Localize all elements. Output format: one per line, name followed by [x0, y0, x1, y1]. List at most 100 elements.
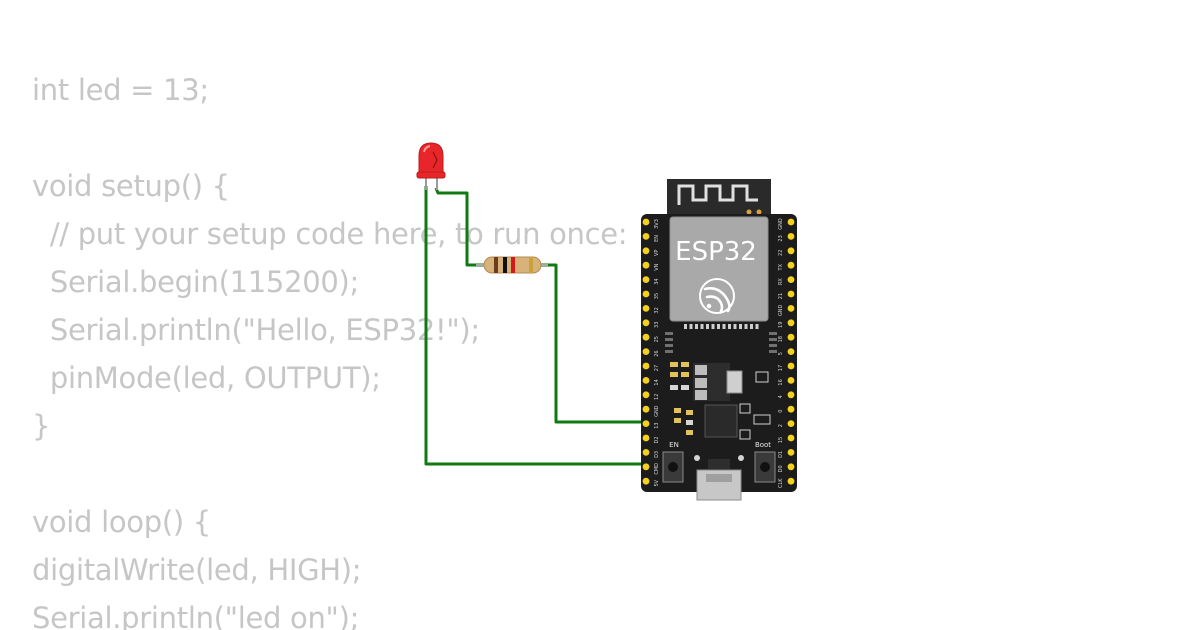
- pin-label: 33: [654, 322, 660, 328]
- header-pin[interactable]: [787, 391, 795, 399]
- header-pin[interactable]: [642, 247, 650, 255]
- pin-label: 15: [778, 437, 784, 443]
- pin-label: D1: [778, 451, 784, 458]
- code-line: pinMode(led, OUTPUT);: [32, 361, 381, 395]
- onboard-components: [670, 362, 771, 440]
- header-pin[interactable]: [642, 449, 650, 456]
- header-pin[interactable]: [787, 276, 795, 283]
- pin-label: 12: [654, 394, 660, 400]
- header-pin[interactable]: [642, 348, 650, 355]
- pin-label: 21: [778, 293, 784, 299]
- code-line: // put your setup code here, to run once…: [32, 217, 628, 251]
- boot-button[interactable]: [754, 451, 776, 483]
- header-pin[interactable]: [642, 218, 650, 226]
- espressif-logo-icon: [699, 278, 735, 314]
- resistor[interactable]: [476, 256, 548, 274]
- header-pin[interactable]: [787, 290, 795, 298]
- module-pads: [684, 324, 759, 329]
- pin-label: 16: [778, 379, 784, 385]
- header-pin[interactable]: [642, 305, 650, 312]
- header-pin[interactable]: [642, 405, 650, 413]
- pin-label: CMD: [654, 463, 660, 475]
- module-label: ESP32: [675, 237, 757, 267]
- wire-resistor-to-pin-13[interactable]: [540, 263, 646, 424]
- pin-label: GND: [778, 218, 784, 230]
- header-pin[interactable]: [787, 218, 795, 226]
- header-pin[interactable]: [642, 420, 650, 427]
- pin-label: 5: [778, 352, 784, 355]
- wire-led-anode-to-resistor[interactable]: [434, 187, 485, 267]
- pin-label: 13: [654, 422, 660, 428]
- boot-label: Boot: [755, 441, 771, 449]
- pin-label: 18: [778, 336, 784, 342]
- header-pin[interactable]: [787, 261, 795, 269]
- en-button[interactable]: [662, 451, 684, 483]
- red-led[interactable]: [416, 142, 446, 190]
- wire-led-cathode-to-gnd[interactable]: [424, 186, 646, 466]
- pin-label: 4: [778, 395, 784, 398]
- pin-label: 25: [654, 336, 660, 342]
- esp32-devkit-board[interactable]: ESP32: [641, 179, 797, 501]
- micro-usb-port: [694, 455, 744, 501]
- code-line: void loop() {: [32, 505, 211, 539]
- header-pin[interactable]: [642, 261, 650, 269]
- pin-label: D0: [778, 465, 784, 472]
- header-pin[interactable]: [642, 319, 650, 327]
- pin-label: GND: [778, 305, 784, 317]
- header-pin[interactable]: [787, 233, 795, 240]
- en-label: EN: [669, 441, 679, 449]
- header-pin[interactable]: [642, 290, 650, 298]
- code-line: Serial.println("led on");: [32, 601, 360, 630]
- pin-label: 27: [654, 365, 660, 371]
- header-pin[interactable]: [787, 319, 795, 327]
- header-pin[interactable]: [787, 362, 795, 370]
- pin-label: 5V: [654, 479, 660, 486]
- header-pin[interactable]: [787, 377, 795, 384]
- header-pin[interactable]: [642, 377, 650, 384]
- header-pin[interactable]: [642, 477, 650, 485]
- header-pin[interactable]: [642, 362, 650, 370]
- header-pin[interactable]: [787, 420, 795, 427]
- module-legs: [665, 332, 777, 353]
- header-pin[interactable]: [787, 348, 795, 355]
- pin-label: 2: [778, 424, 784, 427]
- esp32-module-shield: [669, 216, 769, 322]
- header-pin[interactable]: [787, 305, 795, 312]
- pin-label: 35: [654, 293, 660, 299]
- header-pin[interactable]: [642, 333, 650, 341]
- pin-label: 17: [778, 365, 784, 371]
- header-pin[interactable]: [642, 434, 650, 442]
- left-pin-header: 3V3ENVPVN343532332526271412GND13D2D3CMD5…: [642, 218, 660, 487]
- header-pin[interactable]: [787, 477, 795, 485]
- code-line: void setup() {: [32, 169, 230, 203]
- code-line: Serial.println("Hello, ESP32!");: [32, 313, 480, 347]
- pin-label: VN: [654, 263, 660, 270]
- header-pin[interactable]: [642, 463, 650, 471]
- pin-label: EN: [654, 235, 660, 242]
- header-pin[interactable]: [787, 405, 795, 413]
- header-pin[interactable]: [642, 233, 650, 240]
- code-line: Serial.begin(115200);: [32, 265, 360, 299]
- pin-label: CLK: [778, 478, 784, 488]
- pin-label: RX: [778, 278, 784, 285]
- code-line: int led = 13;: [32, 73, 209, 107]
- pin-label: 14: [654, 379, 660, 385]
- pin-label: 19: [778, 322, 784, 328]
- pin-label: TX: [778, 263, 784, 271]
- header-pin[interactable]: [642, 391, 650, 399]
- code-preview: int led = 13; void setup() { // put your …: [32, 66, 628, 630]
- header-pin[interactable]: [787, 434, 795, 442]
- pin-label: 3V3: [654, 219, 660, 229]
- pin-label: D3: [654, 451, 660, 458]
- pin-label: 26: [654, 350, 660, 356]
- pin-label: 22: [778, 250, 784, 256]
- header-pin[interactable]: [787, 449, 795, 456]
- pin-label: 0: [778, 410, 784, 413]
- header-pin[interactable]: [642, 276, 650, 283]
- header-pin[interactable]: [787, 247, 795, 255]
- header-pin[interactable]: [787, 463, 795, 471]
- header-pin[interactable]: [787, 333, 795, 341]
